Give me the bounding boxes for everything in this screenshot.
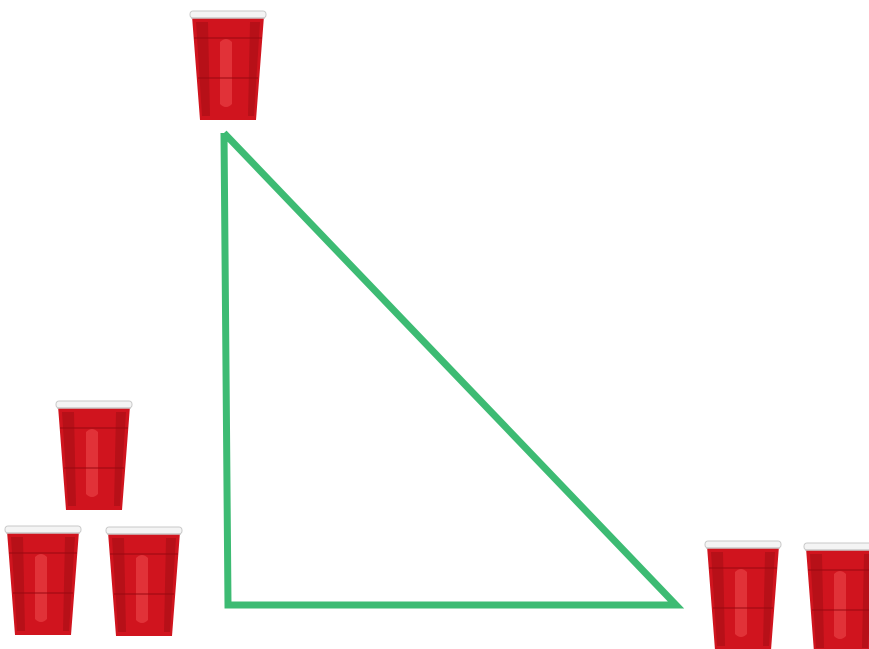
red-cup: [5, 526, 81, 635]
red-cup: [804, 543, 869, 649]
top-cup-group: [190, 11, 266, 120]
red-cup: [56, 401, 132, 510]
red-cup: [705, 541, 781, 649]
right-triangle: [224, 133, 676, 605]
bottom-left-cup-group: [5, 401, 182, 636]
red-cup: [106, 527, 182, 636]
red-cup: [190, 11, 266, 120]
bottom-right-cup-group: [705, 541, 869, 649]
